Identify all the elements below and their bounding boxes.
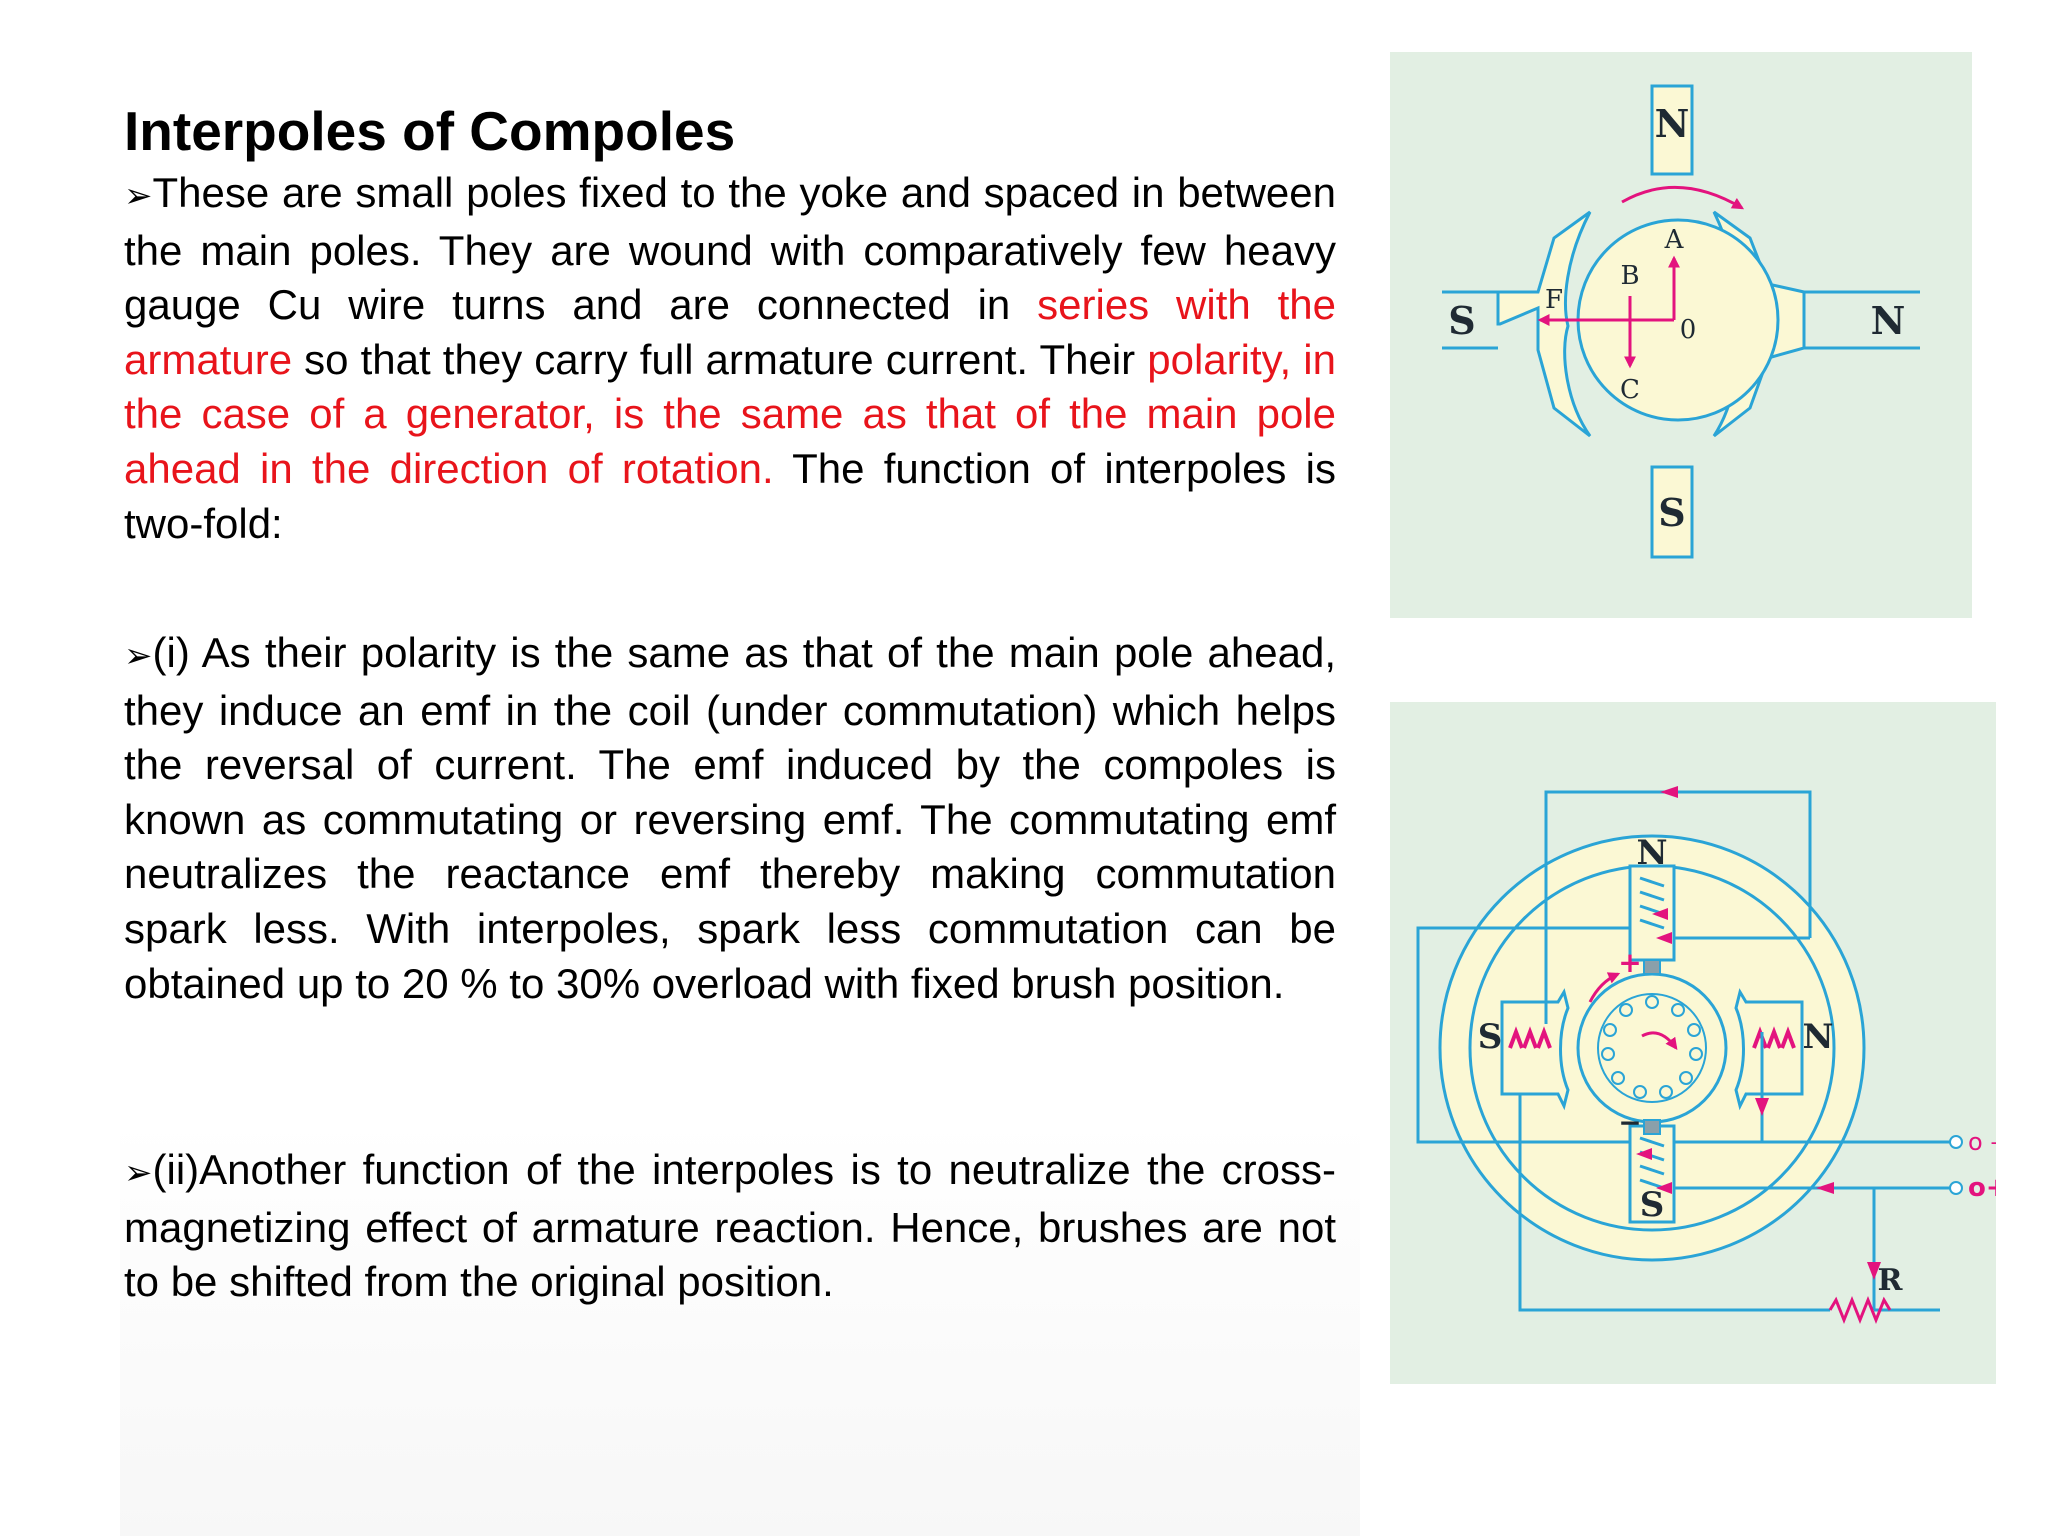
- interpole-arrangement-diagram: N S S N A B C F 0: [1442, 84, 1920, 559]
- terminal-minus-label: o –: [1968, 1128, 1996, 1156]
- interpole-arrangement-figure: N S S N A B C F 0: [1390, 52, 1972, 618]
- interpole-connection-diagram: N S S N + −: [1416, 786, 1996, 1325]
- terminal-minus: [1949, 1135, 1963, 1149]
- intro-text-2: so that they carry full armature current…: [292, 335, 1148, 383]
- bullet-arrow-icon: ➢: [124, 1153, 153, 1193]
- brush-minus-label: −: [1618, 1106, 1641, 1139]
- label-c: C: [1620, 375, 1640, 405]
- function-2-text: (ii)Another function of the interpoles i…: [124, 1146, 1336, 1306]
- main-pole-left: [1500, 988, 1570, 1111]
- intro-text-1: These are small poles fixed to the yoke …: [124, 169, 1336, 329]
- paragraph-function-1: ➢(i) As their polarity is the same as th…: [124, 626, 1336, 1011]
- interpole-label-s: S: [1640, 1185, 1665, 1225]
- brush-top: [1643, 959, 1661, 975]
- pole-label-left: S: [1448, 298, 1475, 343]
- armature-inner: [1597, 993, 1707, 1103]
- pole-label-right: N: [1871, 298, 1906, 343]
- paragraph-intro: ➢These are small poles fixed to the yoke…: [124, 166, 1336, 551]
- pole-label-top: N: [1655, 101, 1690, 146]
- interpole-connection-figure: N S S N + −: [1390, 702, 1996, 1384]
- terminal-plus-label: o+: [1968, 1173, 1996, 1203]
- armature-rotation-arrow-icon: [1641, 1031, 1678, 1050]
- label-f: F: [1545, 285, 1563, 315]
- paragraph-function-2: ➢(ii)Another function of the interpoles …: [124, 1143, 1336, 1310]
- interpole-label-n: N: [1636, 833, 1667, 873]
- intro-text-3: The function of interpoles is two-fold:: [124, 444, 1336, 547]
- slide-title: Interpoles of Compoles: [124, 100, 736, 162]
- brush-plus-label: +: [1618, 946, 1641, 979]
- main-pole-label-n: N: [1802, 1017, 1833, 1057]
- label-o: 0: [1680, 315, 1697, 345]
- function-1-text: (i) As their polarity is the same as tha…: [124, 629, 1336, 1007]
- rotation-arrow-icon: [1621, 185, 1745, 210]
- main-pole-right: [1734, 988, 1804, 1111]
- intro-highlight-polarity: polarity, in the case of a generator, is…: [124, 335, 1336, 492]
- resistor-label: R: [1878, 1263, 1904, 1298]
- armature-conductors: [1601, 995, 1703, 1099]
- pole-label-bottom: S: [1658, 490, 1685, 535]
- intro-highlight-series: series with the armature: [124, 281, 1336, 383]
- interpole-bottom: [1650, 465, 1694, 559]
- bullet-arrow-icon: ➢: [124, 636, 153, 676]
- terminal-plus: [1949, 1181, 1963, 1195]
- interpole-top: [1650, 84, 1694, 176]
- label-a: A: [1664, 225, 1685, 255]
- rotation-arrow-icon: [1588, 972, 1621, 1003]
- bullet-arrow-icon: ➢: [124, 176, 153, 216]
- current-arrows: [1636, 786, 1881, 1280]
- brush-bottom: [1643, 1119, 1661, 1135]
- bottom-shade: [120, 1120, 1360, 1536]
- main-pole-label-s: S: [1478, 1017, 1503, 1057]
- resistor-icon: [1828, 1295, 1892, 1325]
- main-pole-left: [1496, 210, 1592, 438]
- label-b: B: [1620, 261, 1639, 291]
